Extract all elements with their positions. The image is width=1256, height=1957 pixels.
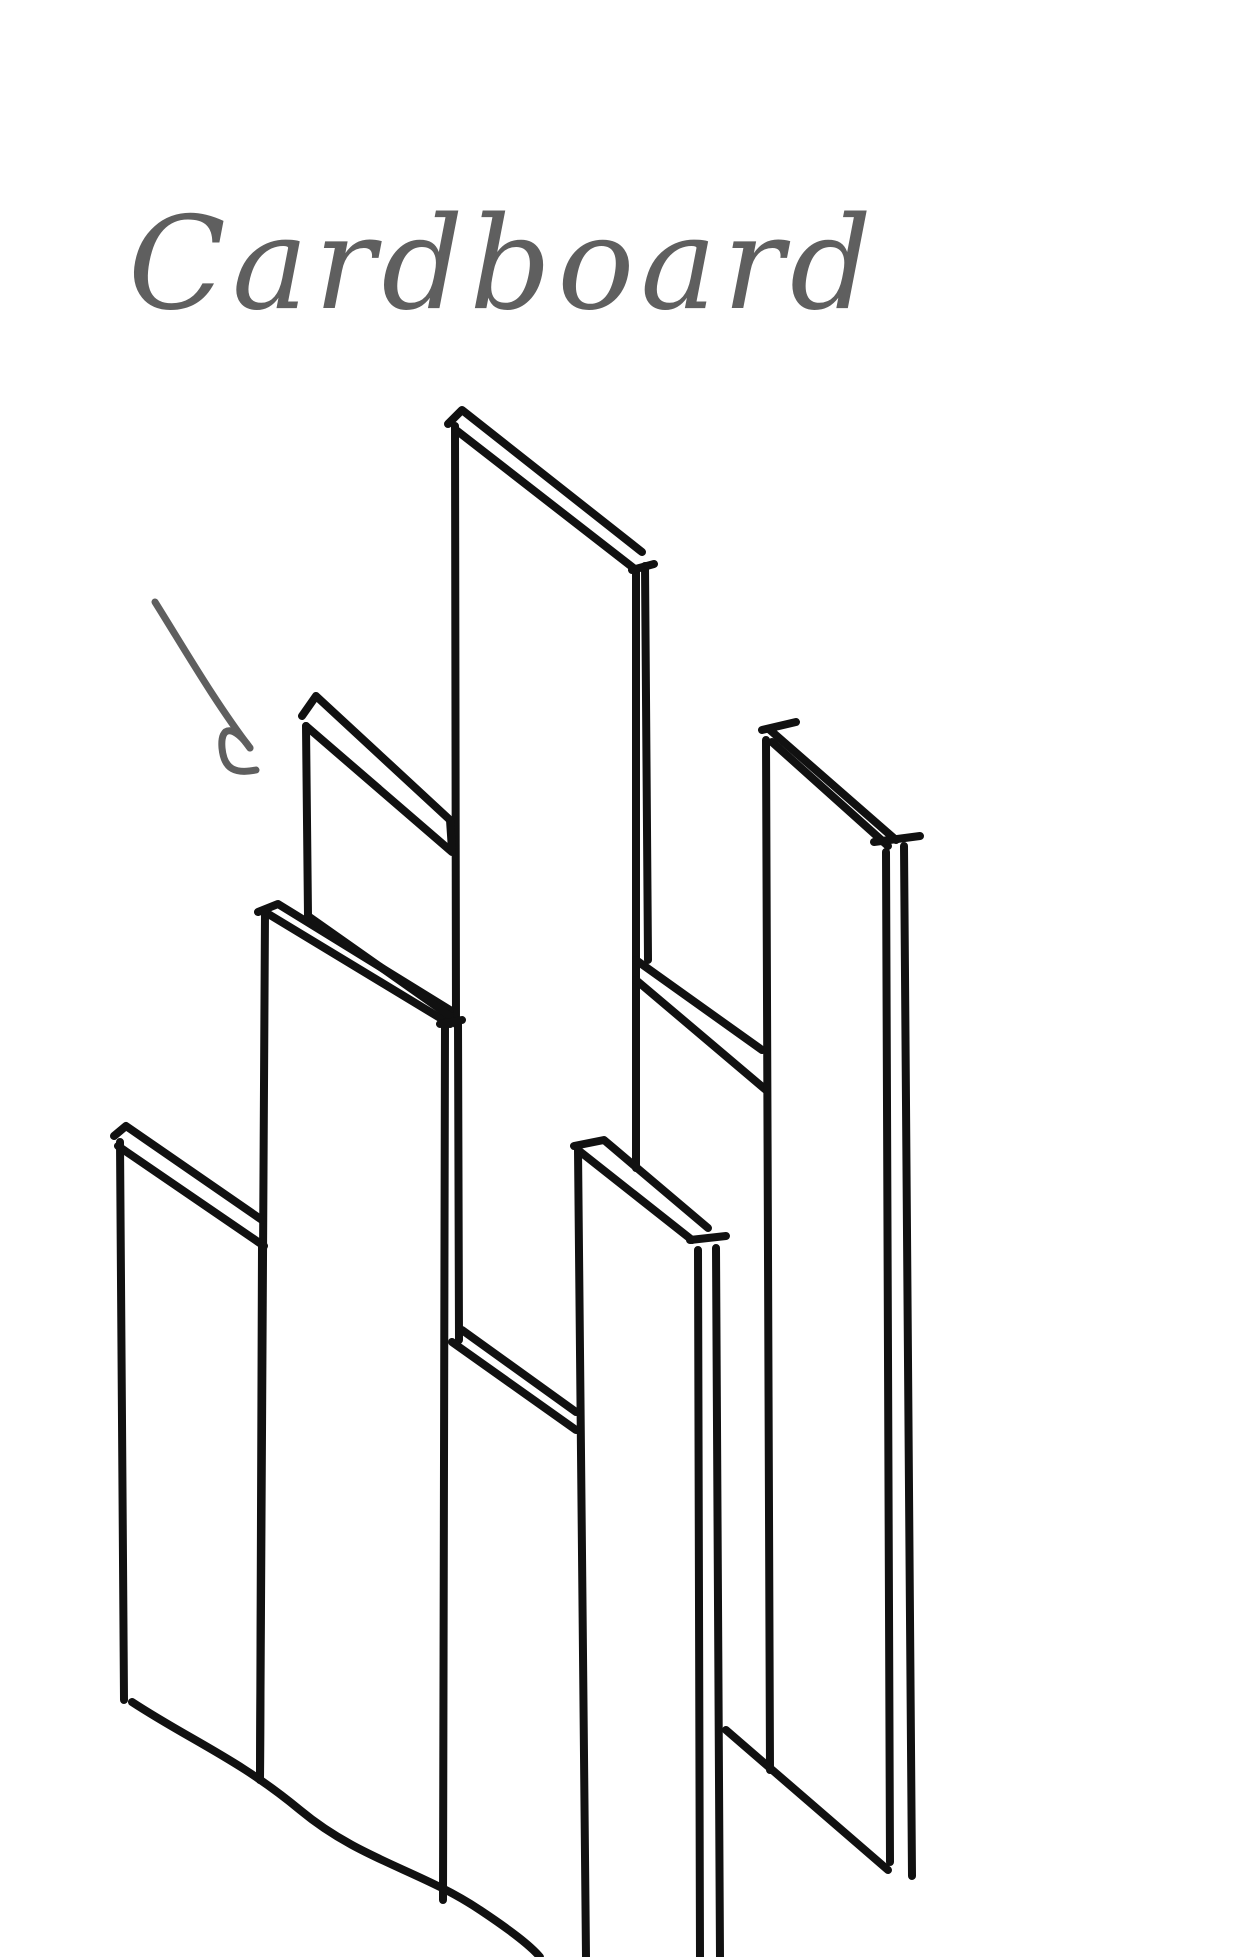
panel-middle-right [448, 956, 770, 1957]
panel-small-left-upper [298, 692, 456, 920]
arrow-down-right-icon [151, 598, 260, 775]
panel-tall-center [444, 406, 658, 1172]
panel-middle-left [254, 900, 466, 1904]
panel-front-left [110, 1122, 268, 1784]
panel-right-back [722, 718, 924, 1880]
base-outline [128, 1698, 544, 1957]
sketch-label-cardboard: Cardboard [128, 190, 878, 339]
